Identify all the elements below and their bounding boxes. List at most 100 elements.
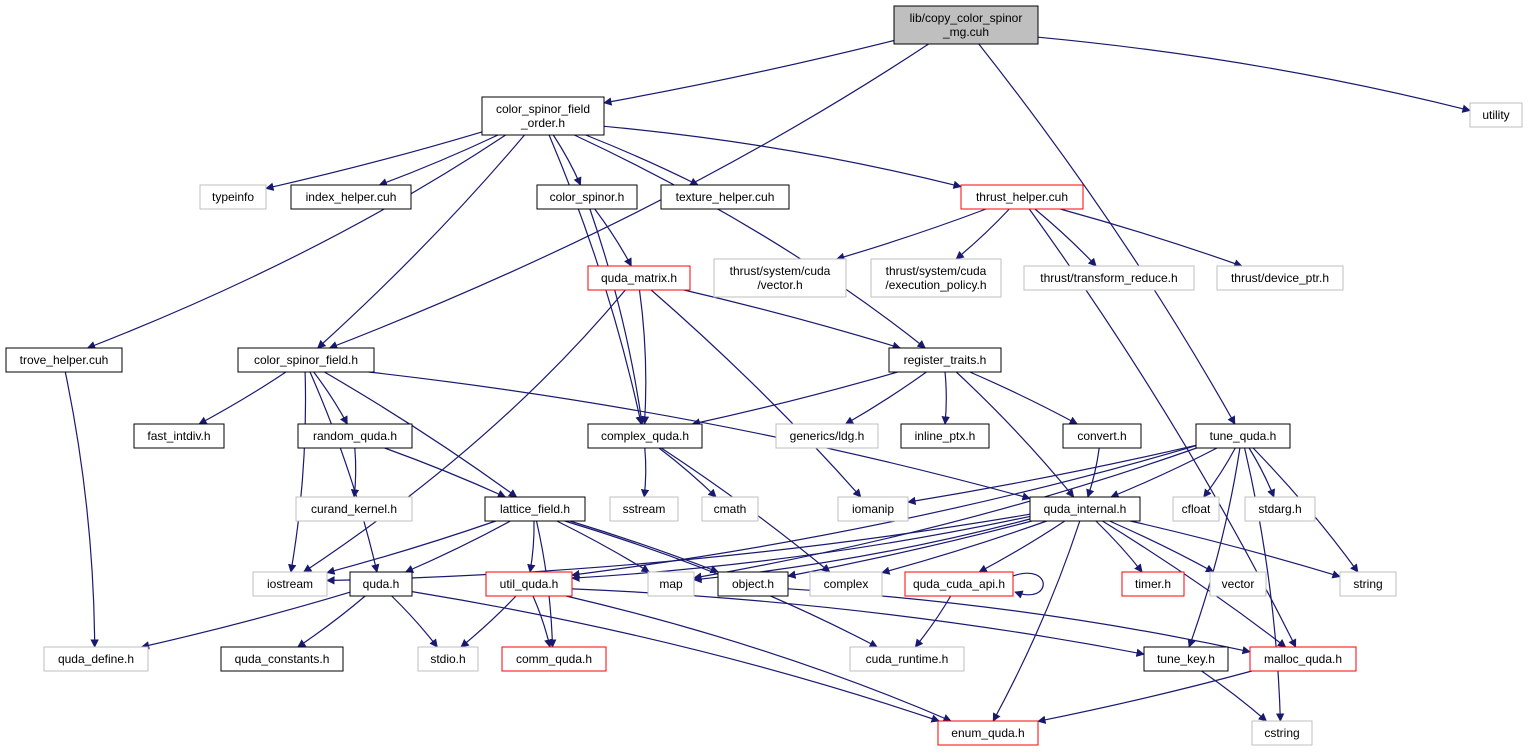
node-complex_quda[interactable]: complex_quda.h [587, 423, 703, 449]
node-cuda_runtime[interactable]: cuda_runtime.h [849, 646, 965, 672]
node-cmath[interactable]: cmath [701, 496, 759, 522]
node-quda_cuda_api[interactable]: quda_cuda_api.h [904, 571, 1014, 597]
node-index_helper[interactable]: index_helper.cuh [290, 184, 412, 210]
node-box [587, 265, 691, 291]
node-enum_quda[interactable]: enum_quda.h [937, 720, 1039, 746]
node-quda_h[interactable]: quda.h [349, 571, 413, 597]
node-cstring[interactable]: cstring [1251, 720, 1313, 746]
node-thrust_tr[interactable]: thrust/transform_reduce.h [1023, 265, 1195, 291]
node-label: malloc_quda.h [1264, 652, 1342, 666]
node-label: quda_constants.h [235, 652, 330, 666]
node-convert[interactable]: convert.h [1062, 423, 1142, 449]
edge-trove-to-quda_define [64, 371, 99, 648]
node-label: stdarg.h [1258, 502, 1301, 516]
node-quda_define[interactable]: quda_define.h [43, 646, 149, 672]
node-random_quda[interactable]: random_quda.h [297, 423, 413, 449]
node-thrust_vector[interactable]: thrust/system/cuda/vector.h [713, 258, 847, 298]
node-stdio[interactable]: stdio.h [417, 646, 479, 672]
edge-lattice_field-to-util_quda [527, 520, 536, 573]
node-label: enum_quda.h [951, 726, 1024, 740]
node-vector[interactable]: vector [1209, 571, 1267, 597]
node-box [1244, 496, 1316, 522]
node-label: register_traits.h [904, 353, 987, 367]
edge-quda_h-to-enum_quda [411, 591, 940, 723]
node-label: quda_cuda_api.h [913, 577, 1005, 591]
edge-csfo-to-thrust_helper [603, 125, 962, 189]
node-sstream[interactable]: sstream [609, 496, 679, 522]
node-malloc_quda[interactable]: malloc_quda.h [1249, 646, 1357, 672]
node-color_spinor[interactable]: color_spinor.h [536, 184, 638, 210]
node-map[interactable]: map [647, 571, 695, 597]
node-box [199, 184, 267, 210]
node-label: color_spinor_field [496, 102, 590, 116]
edge-quda_internal-to-complex [881, 520, 1048, 575]
edge-malloc_quda-to-enum_quda [1037, 670, 1253, 724]
node-string[interactable]: string [1339, 571, 1397, 597]
node-stdarg[interactable]: stdarg.h [1244, 496, 1316, 522]
node-box [587, 423, 703, 449]
node-iostream[interactable]: iostream [252, 571, 328, 597]
node-csfo[interactable]: color_spinor_field_order.h [481, 96, 605, 136]
edge-thrust_helper-to-thrust_dp [1060, 208, 1243, 268]
node-timer[interactable]: timer.h [1121, 571, 1185, 597]
node-lattice_field[interactable]: lattice_field.h [484, 496, 586, 522]
node-label: lattice_field.h [500, 502, 570, 516]
node-inline_ptx[interactable]: inline_ptx.h [900, 423, 990, 449]
node-label: quda.h [363, 577, 400, 591]
node-box [660, 184, 790, 210]
node-complex[interactable]: complex [809, 571, 883, 597]
edge-util_quda-to-tune_key [571, 588, 1145, 657]
node-ldg[interactable]: generics/ldg.h [775, 423, 879, 449]
node-box [888, 347, 1002, 373]
node-label: trove_helper.cuh [20, 353, 109, 367]
node-box [1195, 423, 1291, 449]
node-utility[interactable]: utility [1469, 102, 1523, 128]
node-thrust_helper[interactable]: thrust_helper.cuh [960, 184, 1084, 210]
node-util_quda[interactable]: util_quda.h [485, 571, 573, 597]
node-cfloat[interactable]: cfloat [1172, 496, 1220, 522]
node-box [1249, 646, 1357, 672]
node-box [485, 571, 573, 597]
edge-tune_key-to-cstring [1201, 670, 1268, 722]
node-quda_internal[interactable]: quda_internal.h [1029, 496, 1141, 522]
edge-convert-to-quda_internal [1086, 447, 1100, 498]
node-quda_constants[interactable]: quda_constants.h [220, 646, 344, 672]
node-label: map [659, 577, 683, 591]
node-csf[interactable]: color_spinor_field.h [237, 347, 375, 373]
edge-root-to-utility [1037, 36, 1471, 113]
node-thrust_dp[interactable]: thrust/device_ptr.h [1216, 265, 1344, 291]
node-root[interactable]: lib/copy_color_spinor_mg.cuh [893, 5, 1039, 45]
edge-quda_internal-to-iostream [326, 513, 1031, 585]
edge-lattice_field-to-quda_h [404, 520, 511, 573]
edge-lattice_field-to-object [569, 520, 719, 574]
node-object[interactable]: object.h [717, 571, 789, 597]
node-box [1062, 423, 1142, 449]
node-tune_quda[interactable]: tune_quda.h [1195, 423, 1291, 449]
node-box [481, 96, 605, 136]
node-trove[interactable]: trove_helper.cuh [5, 347, 123, 373]
node-fast_intdiv[interactable]: fast_intdiv.h [133, 423, 225, 449]
edge-lattice_field-to-iostream [326, 520, 496, 575]
node-label: complex_quda.h [601, 429, 689, 443]
node-curand[interactable]: curand_kernel.h [295, 496, 413, 522]
edge-random_quda-to-lattice_field [384, 447, 507, 498]
node-box [295, 496, 413, 522]
node-label: thrust/system/cuda [886, 264, 987, 278]
edge-quda_internal-to-vector [1109, 520, 1215, 573]
node-thrust_exec[interactable]: thrust/system/cuda/execution_policy.h [870, 258, 1002, 298]
node-box [237, 347, 375, 373]
node-label: curand_kernel.h [311, 502, 397, 516]
edge-register_traits-to-quda_internal [955, 371, 1075, 498]
node-tune_key[interactable]: tune_key.h [1143, 646, 1229, 672]
node-comm_quda[interactable]: comm_quda.h [501, 646, 607, 672]
node-register_traits[interactable]: register_traits.h [888, 347, 1002, 373]
node-iomanip[interactable]: iomanip [837, 496, 909, 522]
node-box [252, 571, 328, 597]
edge-thrust_helper-to-thrust_tr [1034, 208, 1097, 267]
node-quda_matrix[interactable]: quda_matrix.h [587, 265, 691, 291]
edge-csf-to-quda_h [309, 371, 380, 573]
node-box [837, 496, 909, 522]
node-texture_helper[interactable]: texture_helper.cuh [660, 184, 790, 210]
node-typeinfo[interactable]: typeinfo [199, 184, 267, 210]
